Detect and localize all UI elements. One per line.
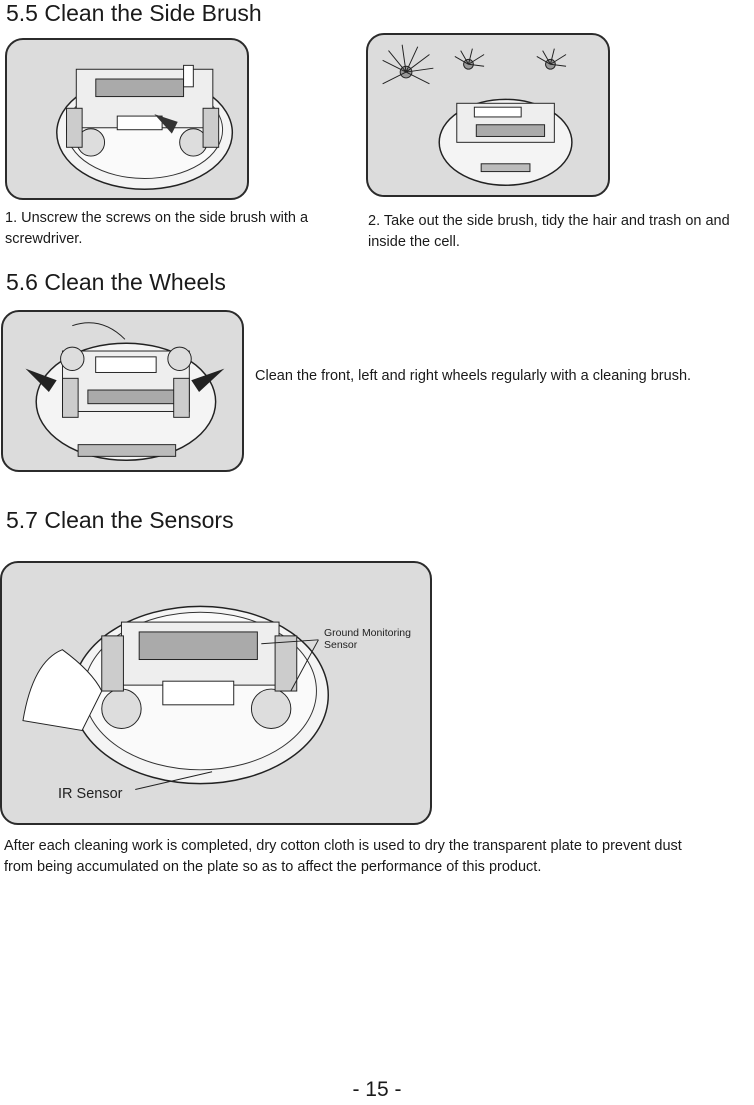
sensors-instruction: After each cleaning work is completed, d… [4, 838, 682, 875]
robot-bottom-illustration [56, 64, 234, 190]
robot-sensors-illustration [22, 605, 330, 790]
ir-sensor-label: IR Sensor [58, 786, 123, 802]
figure-clean-sensors: Ground Monitoring Sensor IR Sensor [0, 561, 432, 825]
figure-unscrew-side-brush [5, 38, 249, 200]
wheels-instruction: Clean the front, left and right wheels r… [255, 368, 692, 384]
figure-clean-wheels [1, 310, 244, 472]
page-number: - 15 - [352, 1078, 402, 1101]
step1-caption: 1. Unscrew the screws on the side brush … [5, 210, 309, 247]
step2-caption: 2. Take out the side brush, tidy the hai… [368, 213, 730, 250]
robot-wheels-illustration [25, 322, 225, 461]
section-heading-sensors: 5.7 Clean the Sensors [6, 507, 234, 533]
figure-remove-side-brush [366, 33, 610, 197]
robot-brushes-illustration [382, 44, 573, 186]
section-heading-side-brush: 5.5 Clean the Side Brush [6, 0, 262, 26]
ground-monitoring-sensor-label: Ground Monitoring Sensor [324, 627, 411, 651]
section-heading-wheels: 5.6 Clean the Wheels [6, 269, 226, 295]
